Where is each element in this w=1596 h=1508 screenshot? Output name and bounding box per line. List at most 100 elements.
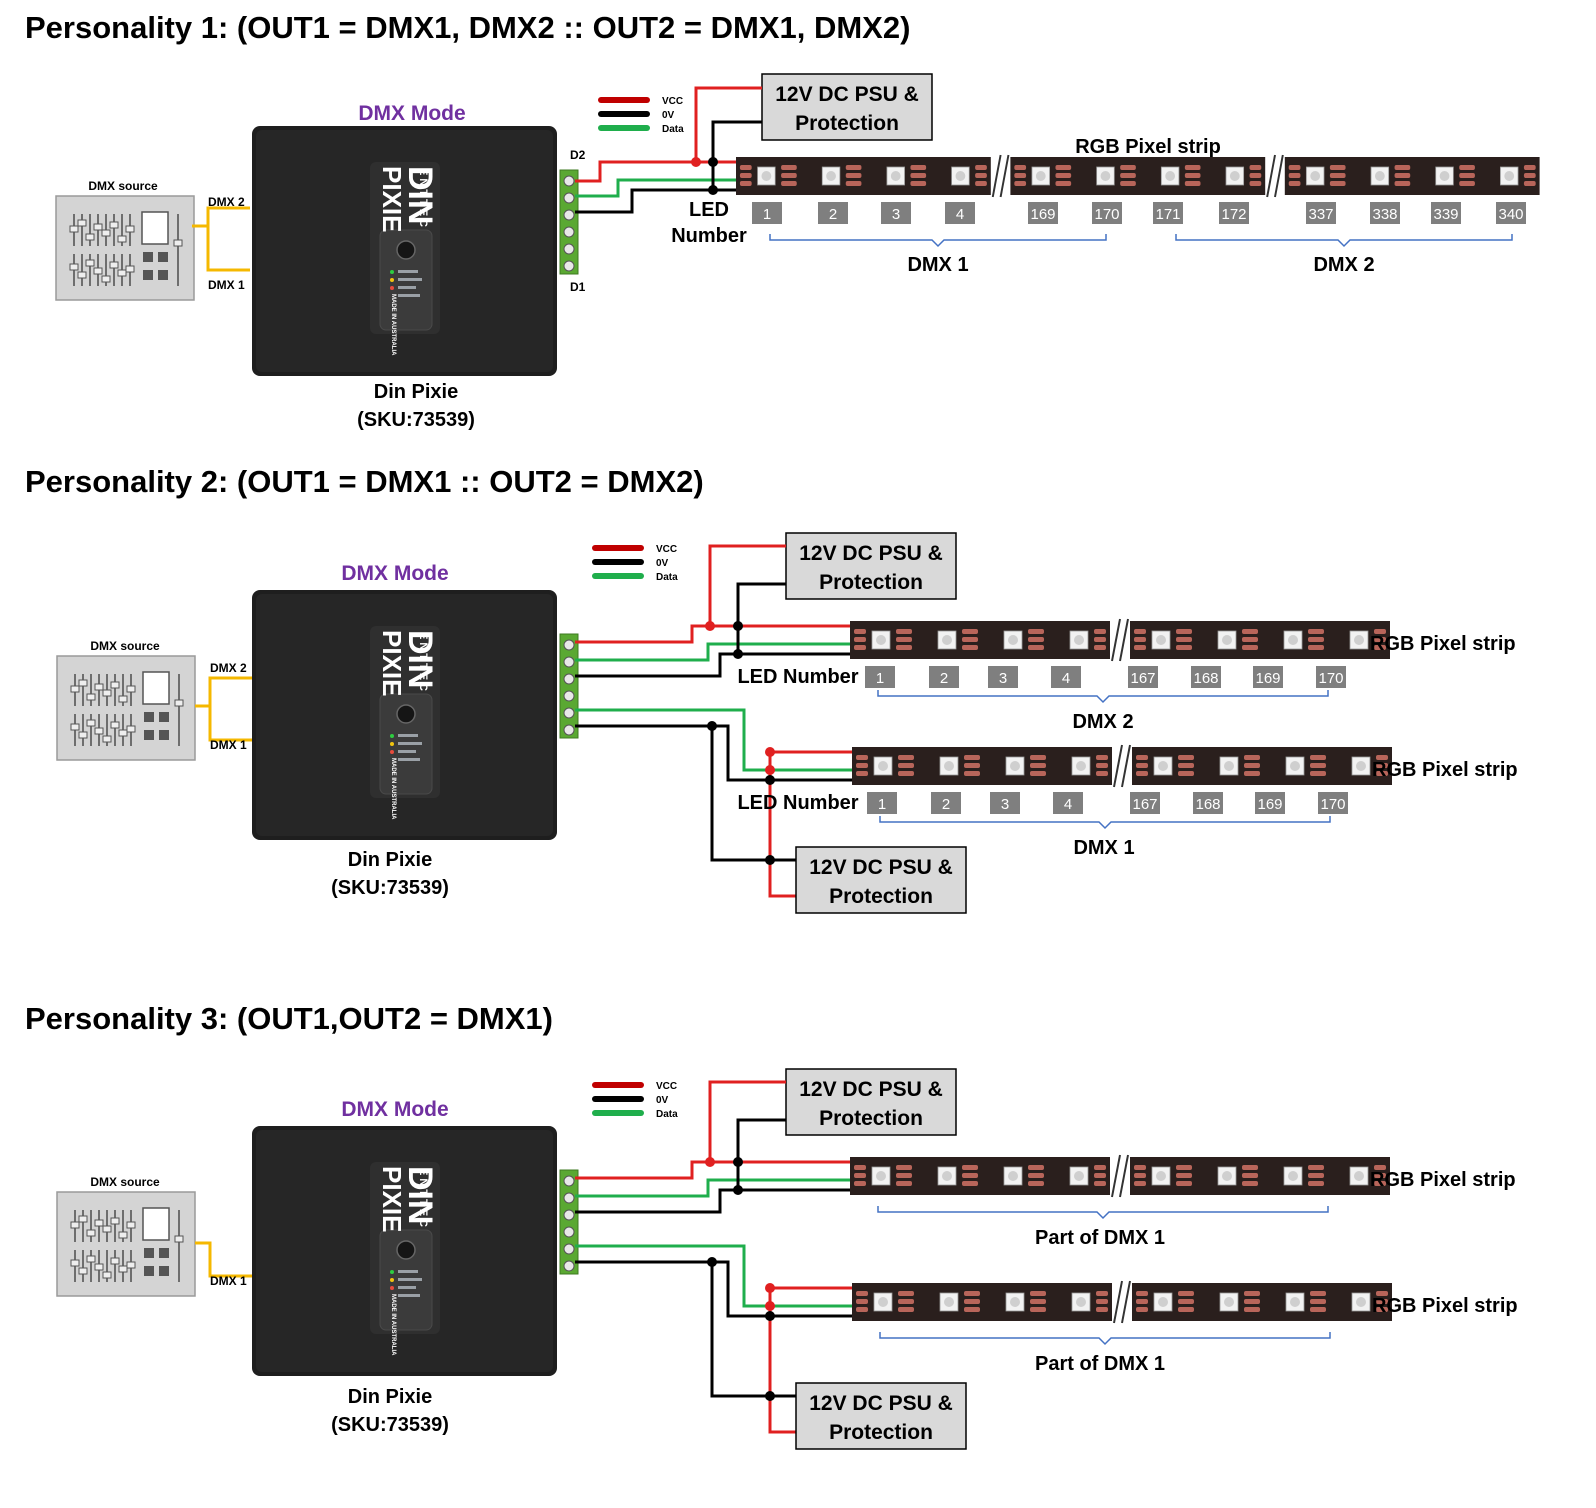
p3-device-name: Din Pixie <box>348 1386 432 1408</box>
psu-line2: Protection <box>795 112 899 135</box>
p1-strip-part <box>1266 153 1284 199</box>
p3-bot-bracket <box>879 1332 1331 1346</box>
p2-dmx2-cable <box>208 676 252 706</box>
p1-group-dmx2: DMX 2 <box>1313 254 1374 276</box>
p2-top-strip-seg-1 <box>849 620 1111 660</box>
device-madein-text: MADE IN AUSTRALIA <box>390 1294 396 1356</box>
p2-top-vcc-psu <box>708 544 786 626</box>
p2-led-number-top: LED Number <box>737 666 858 688</box>
p1-dmx2-bracket <box>1175 234 1513 248</box>
p2-top-strip-break <box>1111 617 1129 663</box>
junction-dot <box>733 649 743 659</box>
p2-top-led-6-text: 168 <box>1193 670 1218 687</box>
junction-dot <box>765 775 775 785</box>
p2-bot-led-7-box <box>1255 792 1285 814</box>
junction-dot <box>765 855 775 865</box>
junction-dot <box>765 765 775 775</box>
p1-vcc-psu-wire <box>694 86 762 162</box>
p3-top-strip-label: RGB Pixel strip <box>1370 1169 1516 1191</box>
p1-led-2-text: 2 <box>829 206 837 223</box>
device-madein: MADE IN AUSTRALIA <box>390 1294 396 1356</box>
p1-mode-label: DMX Mode <box>358 102 465 125</box>
p3-top-vcc-psu <box>708 1080 786 1162</box>
p1-led-2-box <box>818 202 848 224</box>
device-logo-line2: PIXIE <box>377 1166 407 1232</box>
p1-group-dmx1: DMX 1 <box>907 254 968 276</box>
junction-dot <box>765 747 775 757</box>
din-pixie-device <box>251 125 579 377</box>
p1-dmx-source-console <box>55 195 195 301</box>
p3-top-strip-break <box>1111 1153 1129 1199</box>
junction-dot <box>705 621 715 631</box>
junction-dot <box>733 1185 743 1195</box>
p2-bot-group: DMX 1 <box>1073 837 1134 859</box>
p2-bot-strip-label: RGB Pixel strip <box>1372 759 1518 781</box>
p2-bot-strip-seg-1 <box>851 746 1113 786</box>
p3-top-0v <box>575 1188 850 1214</box>
p2-bot-0v-psu <box>575 724 796 862</box>
junction-dot <box>733 1157 743 1167</box>
device-logo-line2: PIXIE <box>377 630 407 696</box>
junction-dot <box>708 157 718 167</box>
device-brand: ENTTEC <box>417 168 429 230</box>
p2-bot-led-5-text: 167 <box>1132 796 1157 813</box>
p2-top-led-1-box <box>865 666 895 688</box>
p1-led-3-box <box>881 202 911 224</box>
p2-top-led-8-text: 170 <box>1318 670 1343 687</box>
p3-dmx1-label: DMX 1 <box>210 1274 247 1288</box>
p1-source-label: DMX source <box>88 179 158 193</box>
p1-strip-label: RGB Pixel strip <box>1075 136 1221 158</box>
psu-box <box>761 73 933 141</box>
p2-bot-bracket <box>879 816 1331 830</box>
p2-top-led-5-box <box>1128 666 1158 688</box>
psu-line1: 12V DC PSU & <box>799 542 943 565</box>
device-brand-text: ENTTEC <box>417 1168 429 1230</box>
p1-led-10-box <box>1370 202 1400 224</box>
p1-led-8-text: 172 <box>1221 206 1246 223</box>
p1-strip-part <box>735 156 992 196</box>
p2-top-led-2-text: 2 <box>940 670 948 687</box>
p1-pixel-strip <box>735 153 1541 199</box>
p3-bot-strip-seg-2 <box>1131 1282 1393 1322</box>
p3-dmx-source-console <box>56 1191 196 1297</box>
junction-dot <box>707 1257 717 1267</box>
psu-line1: 12V DC PSU & <box>809 856 953 879</box>
p1-strip-part <box>991 153 1010 199</box>
p1-strip-part <box>1284 156 1541 196</box>
junction-dot <box>691 157 701 167</box>
p3-bot-strip-break <box>1113 1279 1131 1325</box>
device-brand-text: ENTTEC <box>417 632 429 694</box>
psu-line2: Protection <box>829 885 933 908</box>
psu-box <box>795 846 967 914</box>
p1-dmx1-cable <box>192 224 250 272</box>
junction-dot <box>765 1391 775 1401</box>
p1-led-7-box <box>1153 202 1183 224</box>
p2-top-led-3-text: 3 <box>999 670 1007 687</box>
p2-device-name: Din Pixie <box>348 849 432 871</box>
device-madein-text: MADE IN AUSTRALIA <box>390 294 396 356</box>
p3-bot-group: Part of DMX 1 <box>1035 1353 1165 1375</box>
device-brand: ENTTEC <box>417 632 429 694</box>
p2-device-sku: (SKU:73539) <box>331 877 449 899</box>
p2-top-bracket <box>877 690 1329 704</box>
p1-led-3-text: 3 <box>892 206 900 223</box>
legend-vcc-swatch <box>592 545 644 551</box>
p1-data-wire <box>575 178 738 198</box>
p2-bot-data <box>575 708 852 772</box>
junction-dot <box>765 1283 775 1293</box>
p2-dmx1-cable <box>195 704 252 742</box>
p2-bot-led-6-text: 168 <box>1195 796 1220 813</box>
dynamic-layer: Personality 1: (OUT1 = DMX1, DMX2 :: OUT… <box>25 10 1541 1450</box>
p1-d2-label: D2 <box>570 148 586 162</box>
p1-led-6-box <box>1092 202 1122 224</box>
p2-top-led-4-box <box>1051 666 1081 688</box>
p3-bot-strip-seg-1 <box>851 1282 1113 1322</box>
psu-line1: 12V DC PSU & <box>775 83 919 106</box>
p2-top-led-2-box <box>929 666 959 688</box>
p2-bot-led-1-box <box>867 792 897 814</box>
p3-top-data <box>575 1178 850 1198</box>
psu-line2: Protection <box>829 1421 933 1444</box>
